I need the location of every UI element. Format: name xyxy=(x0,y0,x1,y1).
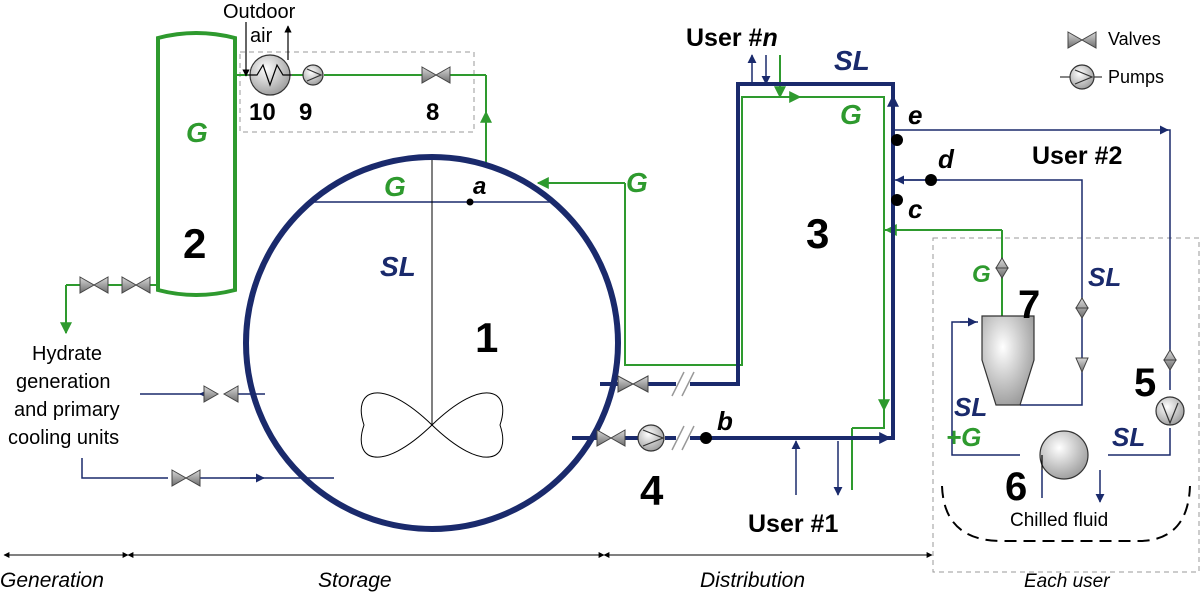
valve-icon xyxy=(79,276,109,294)
heat-exchanger-10-icon xyxy=(248,54,292,96)
slurry-label-hx: SL xyxy=(1112,422,1145,452)
hydrate-label-4: cooling units xyxy=(8,427,119,449)
pump-5-icon xyxy=(1155,396,1185,426)
label-7: 7 xyxy=(1018,283,1040,327)
pipe-break-marks xyxy=(671,371,695,451)
slurry-gas-label: SL xyxy=(954,392,987,422)
hydrate-label-1: Hydrate xyxy=(32,343,102,365)
chilled-fluid-bracket xyxy=(941,485,1191,542)
legend-pump-icon xyxy=(1060,64,1102,90)
user-lines xyxy=(747,54,1171,503)
section-storage: Storage xyxy=(318,569,392,592)
hydrate-lines xyxy=(81,389,334,483)
hydrate-label-2: generation xyxy=(16,371,111,393)
chilled-fluid-label: Chilled fluid xyxy=(1010,510,1108,531)
legend-valve-icon xyxy=(1067,31,1097,49)
label-5: 5 xyxy=(1134,361,1156,405)
label-4: 4 xyxy=(640,467,664,514)
point-a xyxy=(466,198,474,206)
hydrate-label-3: and primary xyxy=(14,399,120,421)
point-label-e: e xyxy=(908,100,922,130)
pump-4-icon xyxy=(637,424,665,452)
tank-2 xyxy=(156,31,237,297)
agitator-impeller xyxy=(360,392,504,458)
user-1-label: User #1 xyxy=(748,510,838,538)
label-2: 2 xyxy=(183,220,206,267)
legend-pumps-label: Pumps xyxy=(1108,67,1164,87)
gas-label-loop: G xyxy=(840,99,862,130)
point-label-a: a xyxy=(473,173,486,200)
point-label-c: c xyxy=(908,194,923,224)
section-distribution: Distribution xyxy=(700,569,805,592)
label-10: 10 xyxy=(249,99,276,126)
valve-icon xyxy=(171,469,201,487)
section-generation: Generation xyxy=(0,569,104,592)
slurry-label-right: SL xyxy=(1088,262,1121,292)
point-label-d: d xyxy=(938,144,955,174)
gas-label-separator: G xyxy=(972,261,991,288)
gas-label-tank1: G xyxy=(384,171,406,202)
slurry-label-loop: SL xyxy=(834,45,870,76)
valve-icon xyxy=(596,429,626,447)
gas-label-pipe: G xyxy=(626,167,648,198)
check-valve-icon xyxy=(1075,357,1089,374)
point-label-b: b xyxy=(717,406,733,436)
outdoor-air-arrows xyxy=(242,22,292,77)
outdoor-air-label-2: air xyxy=(250,25,273,47)
valve-icon xyxy=(1075,297,1089,319)
user-n-label: User #n xyxy=(686,24,778,52)
check-valve-icon xyxy=(121,276,151,294)
pump-9-icon xyxy=(302,64,324,86)
label-3: 3 xyxy=(806,210,829,257)
point-b xyxy=(700,432,712,444)
slurry-label-tank1: SL xyxy=(380,251,416,282)
valve-icon xyxy=(995,257,1009,279)
valve-8-icon xyxy=(421,66,451,84)
separator-7 xyxy=(981,315,1035,406)
outdoor-unit-box xyxy=(239,51,475,133)
valve-icon xyxy=(203,385,239,403)
pumps xyxy=(302,64,1185,452)
point-d xyxy=(925,174,937,186)
outdoor-air-label-1: Outdoor xyxy=(223,1,296,23)
slurry-loop xyxy=(572,82,899,444)
label-8: 8 xyxy=(426,99,439,126)
label-9: 9 xyxy=(299,99,312,126)
plus-gas-label: +G xyxy=(946,422,981,452)
gas-line-tank2-out xyxy=(60,284,158,335)
point-c xyxy=(891,194,903,206)
heat-exchanger-6-icon xyxy=(1039,430,1089,480)
valve-icon xyxy=(617,375,649,393)
valve-icon xyxy=(1163,349,1177,371)
legend-valves-label: Valves xyxy=(1108,29,1161,49)
user-2-label: User #2 xyxy=(1032,142,1122,170)
label-1: 1 xyxy=(475,314,498,361)
gas-label-tank2: G xyxy=(186,117,208,148)
valves xyxy=(79,31,1177,487)
point-e xyxy=(891,134,903,146)
gas-line-main xyxy=(536,55,1003,490)
section-each-user: Each user xyxy=(1024,571,1110,592)
measurement-points xyxy=(466,134,937,444)
label-6: 6 xyxy=(1005,465,1027,509)
each-user-box xyxy=(932,237,1200,573)
